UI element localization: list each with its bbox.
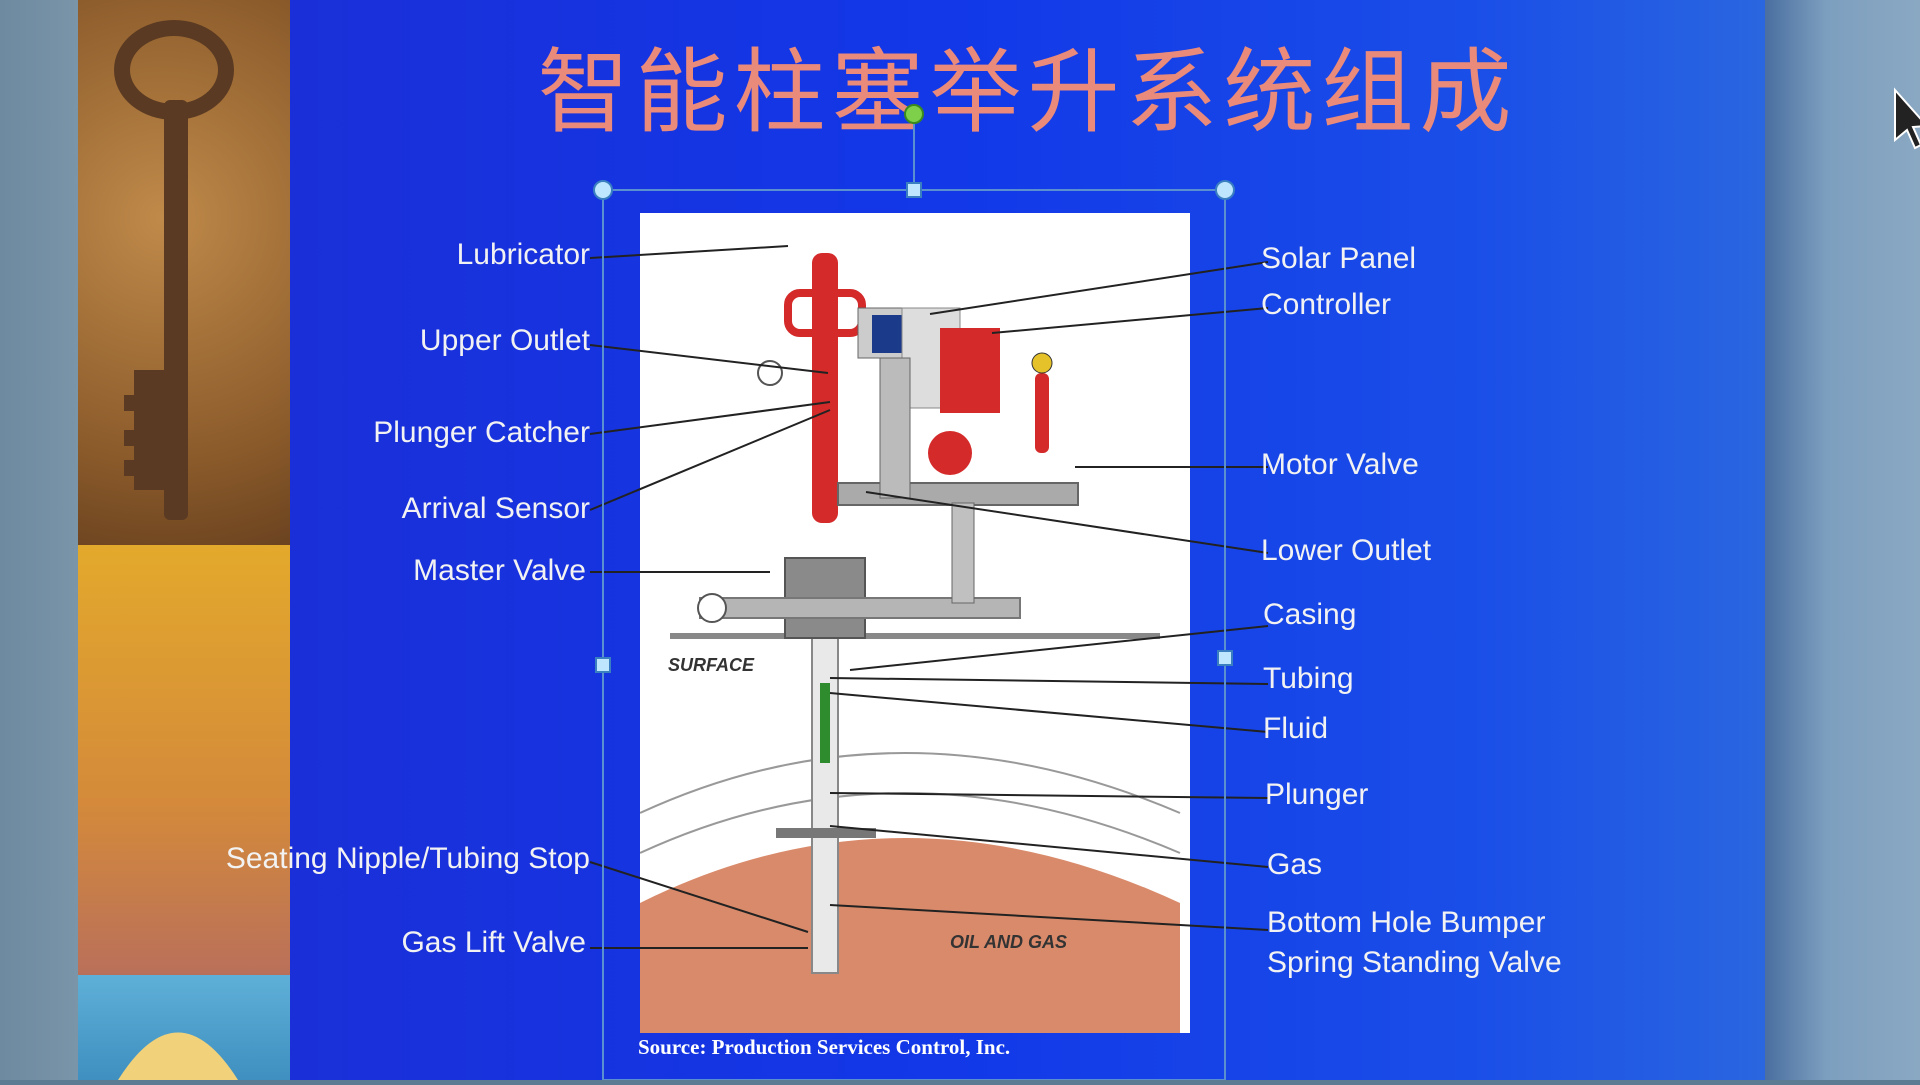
- label-solar-panel: Solar Panel: [1261, 242, 1417, 275]
- label-gas: Gas: [1267, 848, 1323, 881]
- decorative-image-strip: [78, 0, 290, 1080]
- label-spring-standing-valve: Spring Standing Valve: [1267, 946, 1562, 979]
- callout-lines: [589, 118, 1269, 1080]
- label-controller: Controller: [1261, 288, 1392, 321]
- label-plunger: Plunger: [1265, 778, 1369, 811]
- lubricator-tube: [812, 253, 838, 523]
- selection-handle[interactable]: [595, 657, 611, 673]
- label-lubricator: Lubricator: [456, 238, 590, 271]
- label-motor-valve: Motor Valve: [1261, 448, 1419, 481]
- label-fluid: Fluid: [1263, 712, 1329, 745]
- label-casing: Casing: [1263, 598, 1357, 631]
- label-master-valve: Master Valve: [413, 554, 586, 587]
- seating-nipple: [776, 828, 876, 838]
- motor-valve-shape: [928, 431, 972, 475]
- label-arrival-sensor: Arrival Sensor: [401, 492, 590, 525]
- reservoir-shape: [640, 838, 1180, 1033]
- reservoir-label: OIL AND GAS: [950, 932, 1067, 952]
- selection-handle[interactable]: [593, 180, 613, 200]
- fluid-column: [820, 683, 830, 763]
- selection-frame: [602, 189, 1226, 1080]
- monitor-bezel-left: [0, 0, 78, 1080]
- label-bottom-hole-bumper: Bottom Hole Bumper: [1267, 906, 1546, 939]
- label-gas-lift-valve: Gas Lift Valve: [401, 926, 586, 959]
- label-upper-outlet: Upper Outlet: [419, 324, 590, 357]
- slide-title[interactable]: 智能柱塞举升系统组成: [537, 39, 1518, 146]
- decorative-panel: [78, 545, 290, 975]
- label-tubing: Tubing: [1263, 662, 1354, 695]
- controller-box: [940, 328, 1000, 413]
- key-image: [78, 0, 290, 545]
- selection-handle[interactable]: [906, 182, 922, 198]
- mouse-cursor-icon: [1894, 87, 1920, 150]
- label-plunger-catcher: Plunger Catcher: [373, 416, 590, 449]
- rotation-handle-icon[interactable]: [904, 104, 924, 124]
- selection-handle[interactable]: [1215, 180, 1235, 200]
- plunger-lift-diagram[interactable]: OIL AND GAS SURFACE: [639, 213, 1190, 1033]
- label-seating-nipple: Seating Nipple/Tubing Stop: [225, 842, 590, 875]
- label-lower-outlet: Lower Outlet: [1261, 534, 1432, 567]
- surface-label: SURFACE: [668, 655, 755, 675]
- decorative-panel: [78, 975, 290, 1080]
- source-citation: Source: Production Services Control, Inc…: [638, 1035, 1011, 1059]
- selection-handle[interactable]: [1217, 650, 1233, 666]
- presentation-slide: 智能柱塞举升系统组成 OIL AND GAS SURFACE: [226, 0, 1765, 1080]
- monitor-bezel-right: [1765, 0, 1920, 1080]
